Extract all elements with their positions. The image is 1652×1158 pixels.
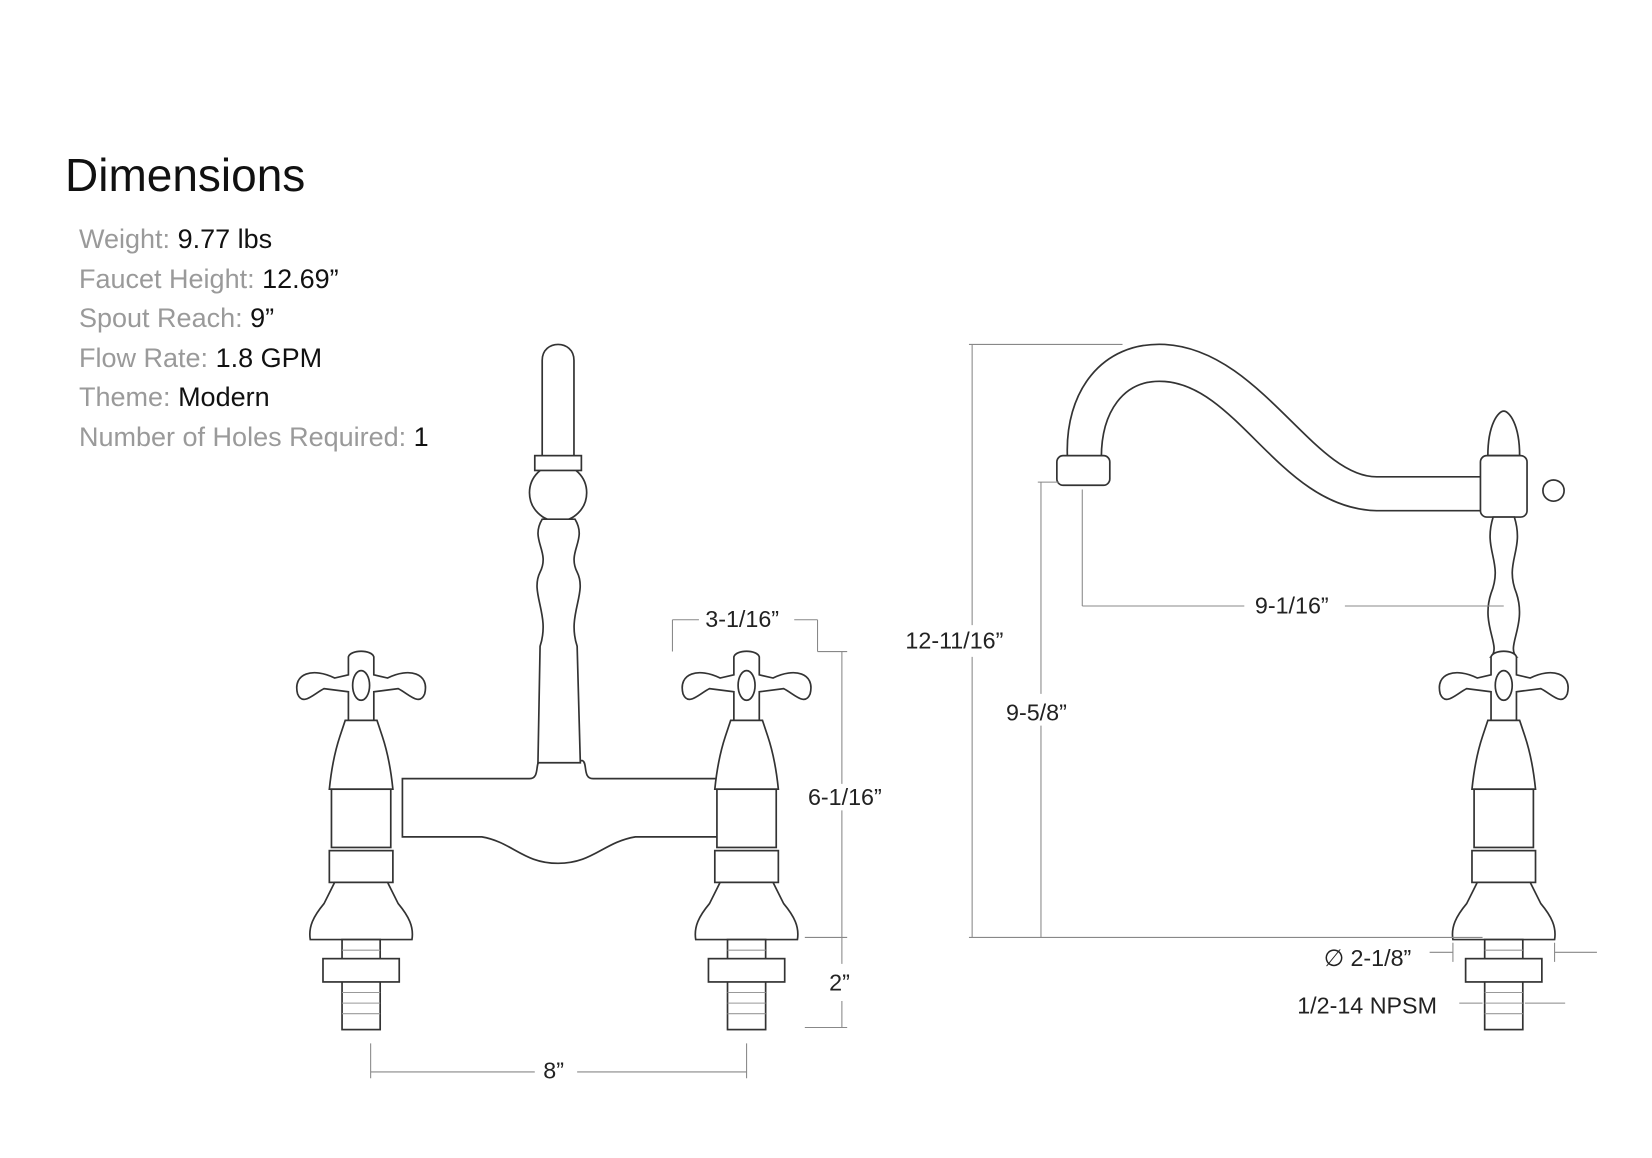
dim-shank-length: 2” bbox=[829, 969, 850, 995]
spec-value: 1.8 GPM bbox=[215, 342, 323, 373]
spec-list: Weight: 9.77 lbs Faucet Height: 12.69” S… bbox=[79, 220, 429, 457]
side-dimensions: 12-11/16” 9-5/8” 9-1/16” ∅ 2-1/8” 1/2-14… bbox=[905, 343, 1597, 1019]
spec-weight: Weight: 9.77 lbs bbox=[79, 220, 429, 260]
spec-label: Faucet Height: bbox=[79, 263, 255, 294]
spec-theme: Theme: Modern bbox=[79, 378, 429, 418]
dim-spout-reach: 9-1/16” bbox=[1255, 592, 1329, 618]
spec-value: 12.69” bbox=[262, 263, 339, 294]
dim-deck-height: 6-1/16” bbox=[808, 784, 882, 810]
spec-label: Spout Reach: bbox=[79, 303, 243, 333]
dim-handle-width: 3-1/16” bbox=[705, 606, 779, 632]
spec-flow-rate: Flow Rate: 1.8 GPM bbox=[79, 339, 429, 379]
dim-base-diameter: ∅ 2-1/8” bbox=[1324, 945, 1412, 971]
spec-faucet-height: Faucet Height: 12.69” bbox=[79, 260, 429, 300]
page-title: Dimensions bbox=[65, 149, 306, 201]
spec-holes: Number of Holes Required: 1 bbox=[79, 418, 429, 458]
dim-center-spread: 8” bbox=[543, 1057, 564, 1083]
dim-total-height: 12-11/16” bbox=[905, 627, 1003, 653]
front-dimensions: 3-1/16” 6-1/16” 2” 8” bbox=[370, 606, 882, 1083]
spec-label: Flow Rate: bbox=[79, 342, 209, 373]
spec-value: 1 bbox=[413, 421, 429, 452]
spec-spout-reach: Spout Reach: 9” bbox=[79, 299, 429, 339]
spec-value: 9.77 lbs bbox=[177, 224, 273, 254]
spec-label: Weight: bbox=[79, 224, 171, 254]
dim-spout-height: 9-5/8” bbox=[1006, 699, 1067, 725]
dim-thread: 1/2-14 NPSM bbox=[1297, 993, 1437, 1019]
spec-value: 9” bbox=[250, 303, 275, 333]
side-view bbox=[1056, 343, 1569, 1031]
spec-label: Number of Holes Required: bbox=[79, 421, 407, 452]
spec-label: Theme: bbox=[79, 382, 171, 412]
front-view bbox=[295, 343, 812, 1031]
spec-value: Modern bbox=[178, 382, 270, 412]
